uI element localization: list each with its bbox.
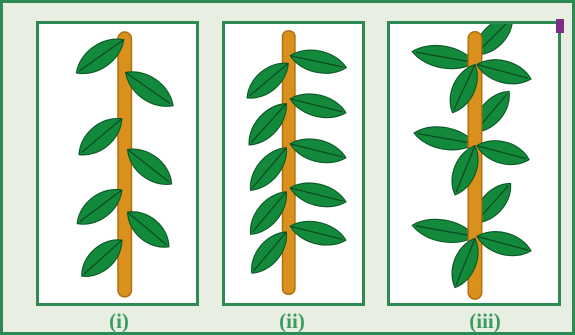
alternate-leaf-diagram [39, 24, 196, 303]
leaf-icon [474, 226, 534, 261]
opposite-leaf-diagram [225, 24, 362, 303]
panel-opposite [222, 21, 365, 306]
leaf-icon [288, 133, 349, 168]
caption-ii: (ii) [267, 309, 317, 334]
panel-alternate [36, 21, 199, 306]
leaf-icon [474, 54, 534, 89]
leaf-icon [288, 216, 349, 251]
corner-marker [556, 19, 564, 33]
leaf-icon [288, 88, 349, 123]
leaf-icon [288, 177, 349, 212]
leaves-back [410, 24, 520, 247]
leaves-front [443, 54, 534, 292]
leaf-icon [288, 45, 349, 78]
panel-whorled [387, 21, 561, 306]
leaf-icon [474, 135, 532, 170]
caption-i: (i) [97, 309, 141, 334]
caption-iii: (iii) [453, 309, 517, 334]
whorled-leaf-diagram [390, 24, 558, 303]
